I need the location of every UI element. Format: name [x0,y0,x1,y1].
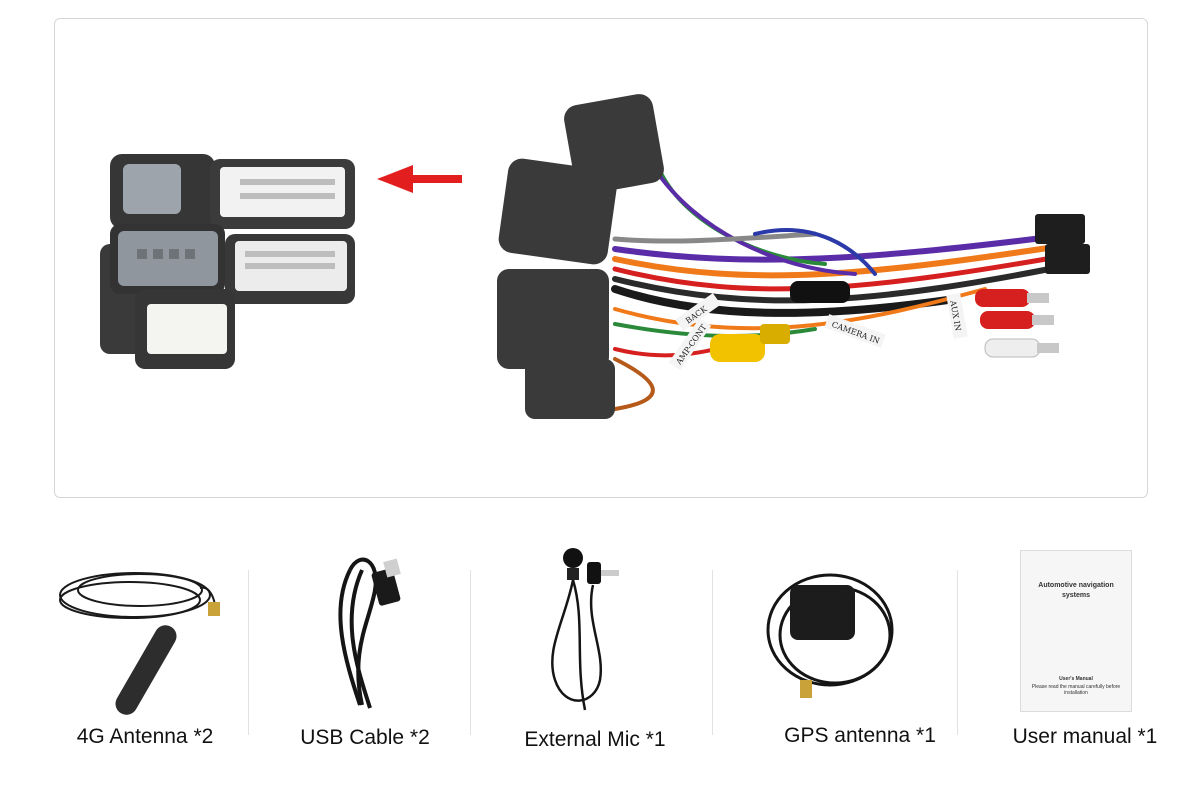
accessories-row: 4G Antenna *2 USB Cable *2 External M [0,530,1200,798]
manual-footer-note: Please read the manual carefully before … [1031,684,1121,696]
accessory-label: External Mic *1 [524,728,666,751]
accessory-gps-antenna: GPS antenna *1 [715,530,955,798]
harness-panel: BACK AMP-CONT CAMERA IN AUX IN [54,18,1148,498]
manual-cover: Automotive navigation systems User's Man… [1020,550,1132,712]
manual-title: Automotive navigation systems [1021,581,1131,601]
manual-footer-title: User's Manual [1059,676,1093,682]
iso-connector-bottom [1045,244,1090,274]
accessory-usb-cable: USB Cable *2 [250,530,470,798]
accessory-label: USB Cable *2 [300,726,430,749]
microphone-icon [551,548,619,711]
accessory-label: GPS antenna *1 [784,724,936,747]
accessory-user-manual: Automotive navigation systems User's Man… [960,530,1200,798]
harness-illustration: BACK AMP-CONT CAMERA IN AUX IN [100,94,1090,419]
gps-antenna-icon [766,573,894,698]
accessory-label: User manual *1 [1012,725,1158,748]
oem-connector-block [100,154,355,369]
iso-connector-top [1035,214,1085,244]
rca-yellow-camera [710,334,765,362]
accessory-label: 4G Antenna *2 [76,725,214,748]
accessory-external-mic: External Mic *1 [475,530,710,798]
harness-filter [790,281,850,303]
accessory-4g-antenna: 4G Antenna *2 [50,530,240,798]
manual-footer: User's Manual Please read the manual car… [1021,676,1131,696]
usb-cable-icon [338,557,401,709]
harness-wires [611,157,1078,411]
tag-amp: AMP-CONT [674,322,709,367]
antenna-icon [59,572,220,715]
divider [470,570,471,735]
red-arrow-icon [377,165,462,193]
manual-title-line1: Automotive navigation [1038,582,1114,589]
manual-title-line2: systems [1061,592,1091,599]
rca-plugs [710,289,1059,362]
foam-plugs [497,94,664,419]
divider [248,570,249,735]
divider [712,570,713,735]
divider [957,570,958,735]
